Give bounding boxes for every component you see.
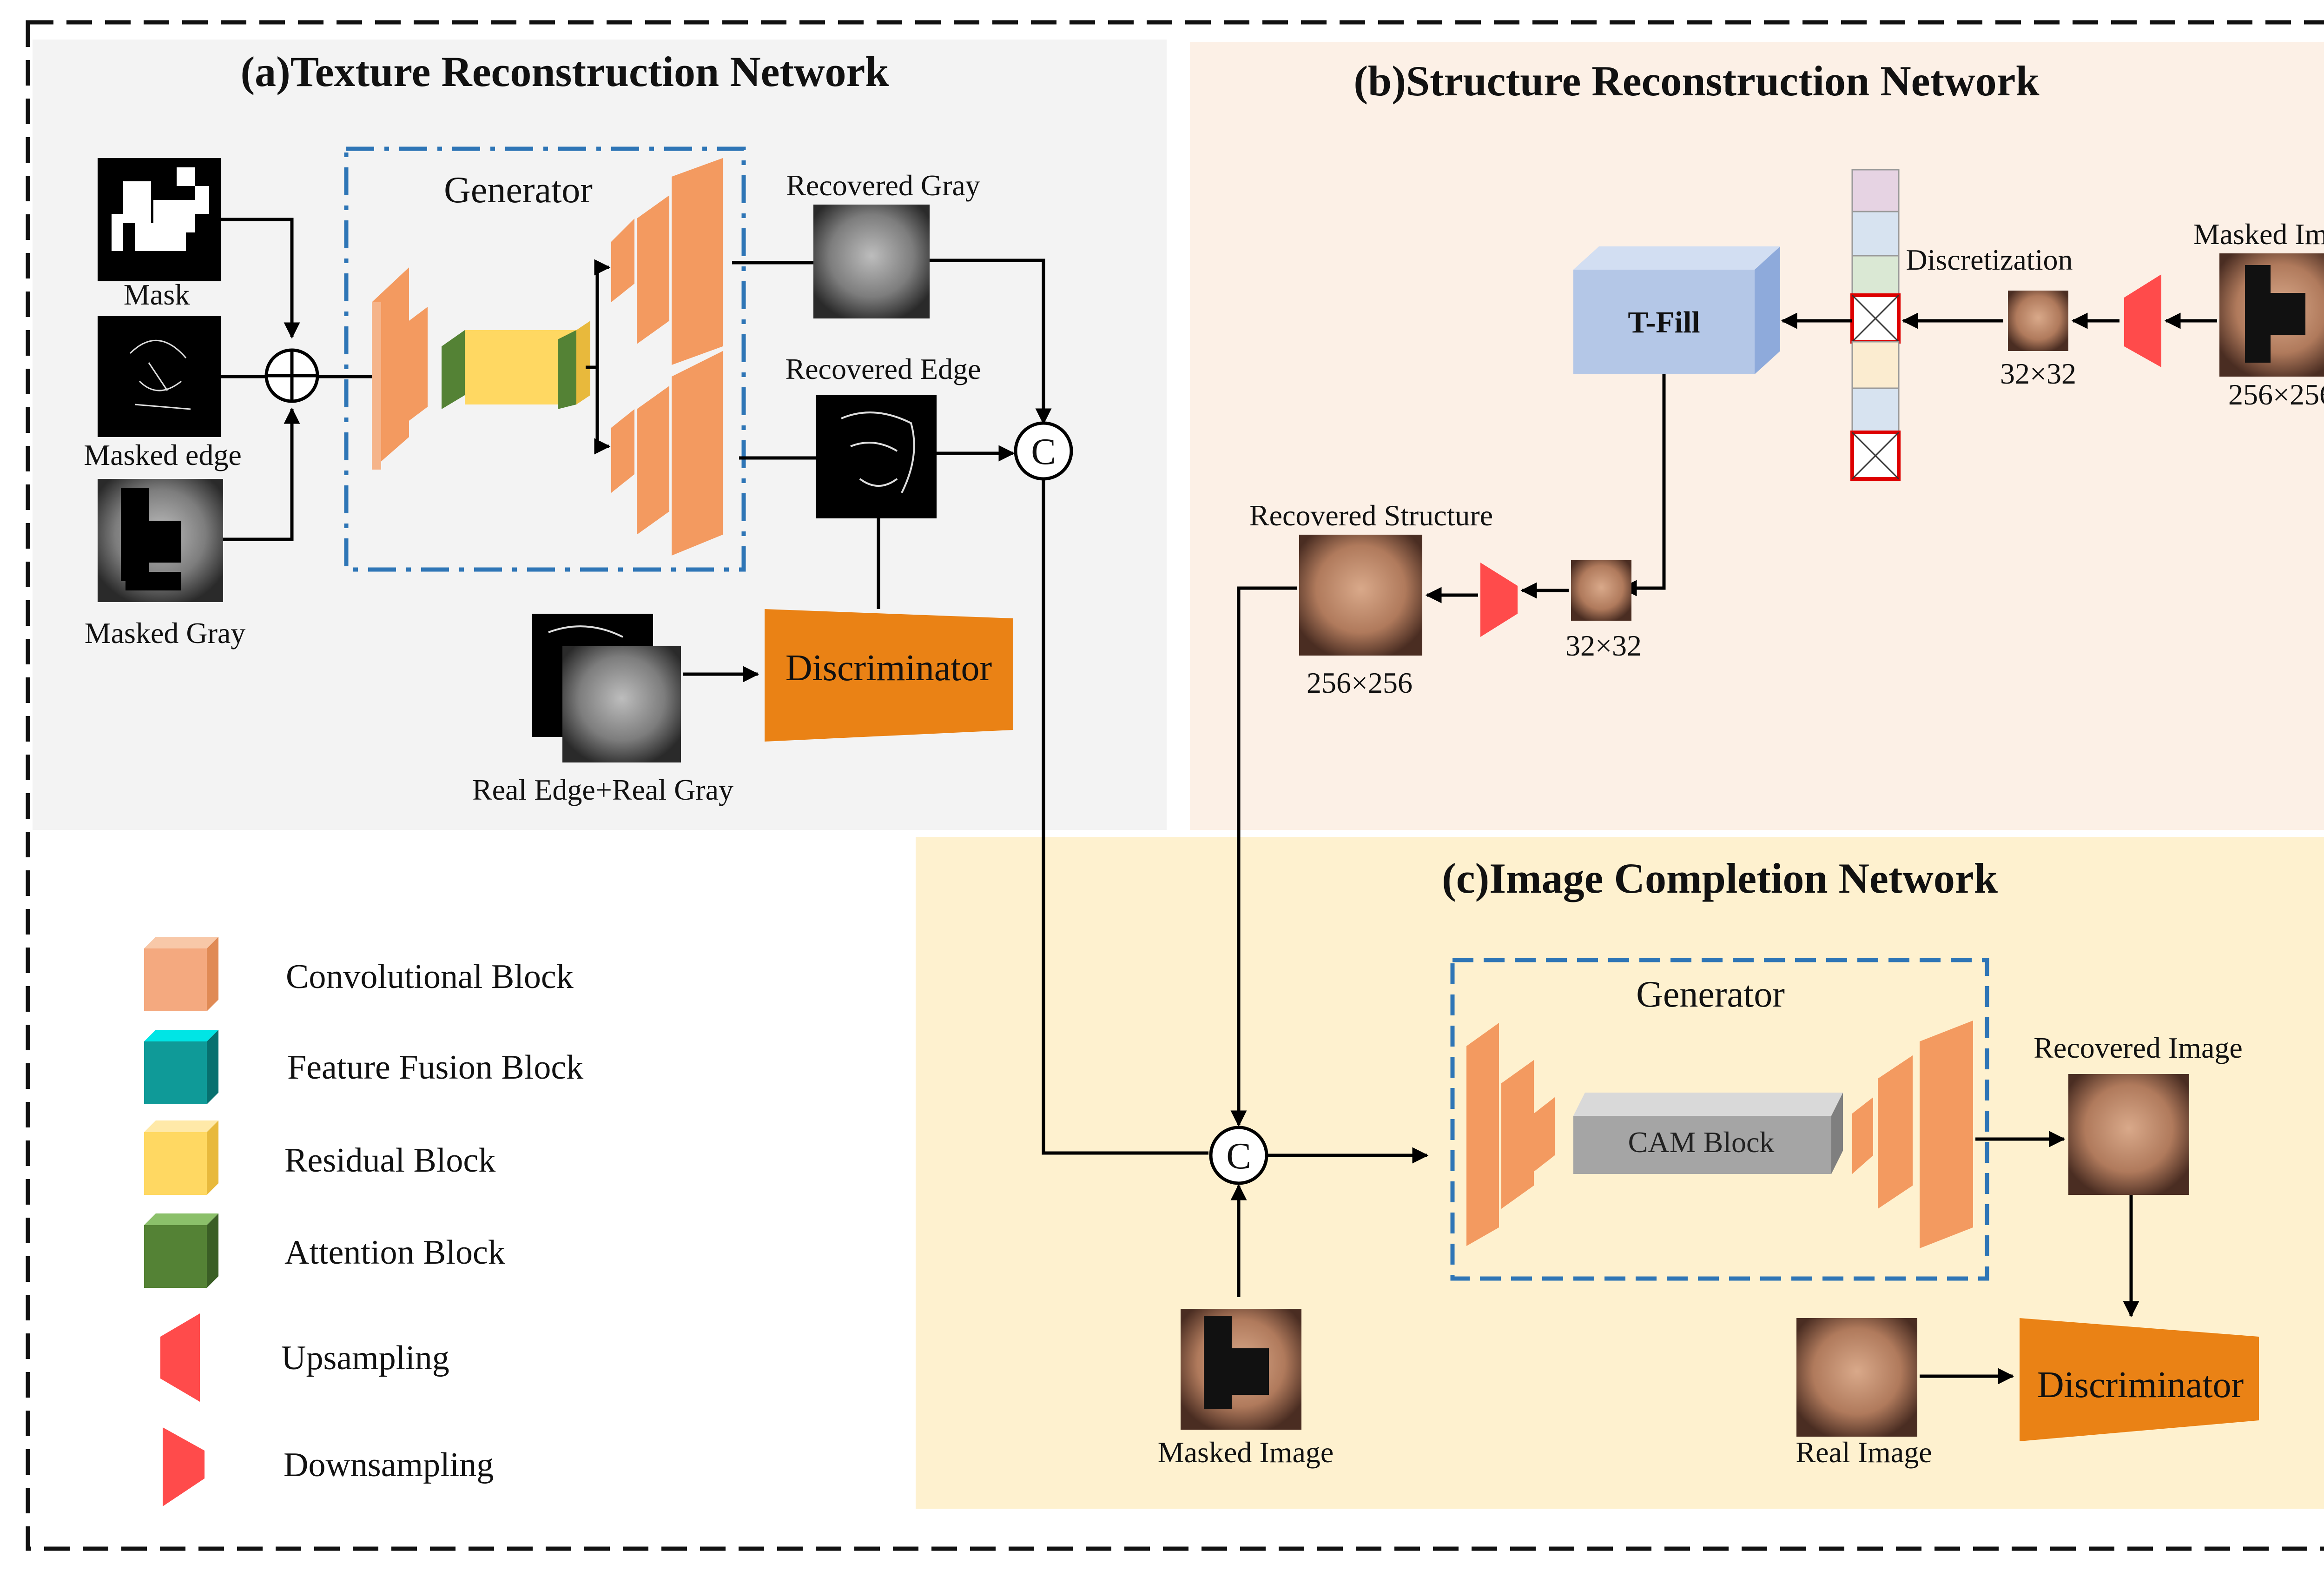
structure-size-32-a: 32×32 [2000,357,2076,390]
recovered-gray-image [813,205,930,318]
recovered-structure-image [1299,535,1422,656]
concat-operator-c: C [1209,1126,1268,1185]
concat-operator-a: C [1014,421,1073,481]
legend-upsampling-label: Upsampling [281,1339,449,1377]
svg-text:C: C [1031,431,1056,472]
svg-text:C: C [1226,1136,1251,1177]
real-image-label: Real Image [1796,1436,1932,1469]
recovered-gray-label: Recovered Gray [786,169,980,202]
texture-decoder-lower [611,351,723,556]
codebook-stack [1850,169,1901,481]
sum-operator [264,348,319,403]
discretization-label: Discretization [1906,243,2073,276]
completion-discriminator-label: Discriminator [2037,1365,2244,1405]
downsampling-structure [2124,274,2161,367]
masked-edge-label: Masked edge [84,438,241,471]
structure-masked-image [2219,253,2324,377]
texture-discriminator-label: Discriminator [786,648,992,689]
texture-decoder-upper [611,158,723,365]
masked-gray-image [98,479,223,602]
legend-attention-label: Attention Block [284,1233,505,1272]
completion-title: (c)Image Completion Network [1442,855,1998,902]
structure-size-256-b: 256×256 [1307,666,1413,699]
recovered-edge-image [816,395,937,518]
completion-decoder [1852,1021,1973,1248]
legend: Convolutional Block Feature Fusion Block… [144,937,583,1506]
mask-image [98,158,221,281]
structure-masked-image-label: Masked Image [2193,218,2324,251]
completion-encoder [1466,1023,1555,1246]
structure-latent-small [2008,291,2068,351]
structure-latent-out [1571,560,1631,621]
legend-upsampling-icon [160,1313,200,1402]
recovered-image-label: Recovered Image [2034,1031,2243,1064]
structure-size-32-b: 32×32 [1565,629,1642,662]
masked-gray-label: Masked Gray [85,616,246,650]
masked-edge-image [98,316,221,437]
outer-border [26,20,2324,1551]
real-image [1796,1318,1917,1437]
real-edge-gray-label: Real Edge+Real Gray [472,773,733,806]
legend-downsampling-icon [163,1427,205,1506]
completion-generator-label: Generator [1636,974,1785,1015]
tfill-block [1573,246,1780,374]
recovered-structure-label: Recovered Structure [1249,499,1493,532]
structure-size-256-a: 256×256 [2228,378,2324,411]
cam-block-label: CAM Block [1628,1126,1775,1159]
texture-title: (a)Texture Reconstruction Network [240,48,889,95]
legend-attention-icon [144,1213,218,1288]
structure-title: (b)Structure Reconstruction Network [1353,57,2040,105]
recovered-edge-label: Recovered Edge [785,352,981,385]
legend-conv-icon [144,937,218,1011]
legend-fusion-label: Feature Fusion Block [287,1048,583,1087]
structure-panel [1190,42,2324,830]
upsampling-structure [1480,563,1518,637]
completion-generator-box [1450,958,1989,1281]
real-edge-gray-images [532,614,681,762]
legend-residual-icon [144,1120,218,1195]
completion-masked-image [1181,1309,1301,1430]
texture-discriminator [765,609,1013,742]
completion-discriminator [2020,1318,2259,1441]
recovered-image [2068,1074,2189,1195]
legend-residual-label: Residual Block [284,1141,495,1180]
texture-generator-label: Generator [444,170,593,211]
legend-downsampling-label: Downsampling [284,1446,494,1484]
texture-generator-box [344,146,746,572]
cam-block [1573,1093,1843,1174]
completion-masked-image-label: Masked Image [1158,1436,1334,1469]
texture-encoder-blocks [372,267,590,470]
tfill-label: T-Fill [1628,305,1700,339]
legend-fusion-icon [144,1030,218,1104]
legend-conv-label: Convolutional Block [286,958,574,996]
mask-label: Mask [124,278,190,311]
